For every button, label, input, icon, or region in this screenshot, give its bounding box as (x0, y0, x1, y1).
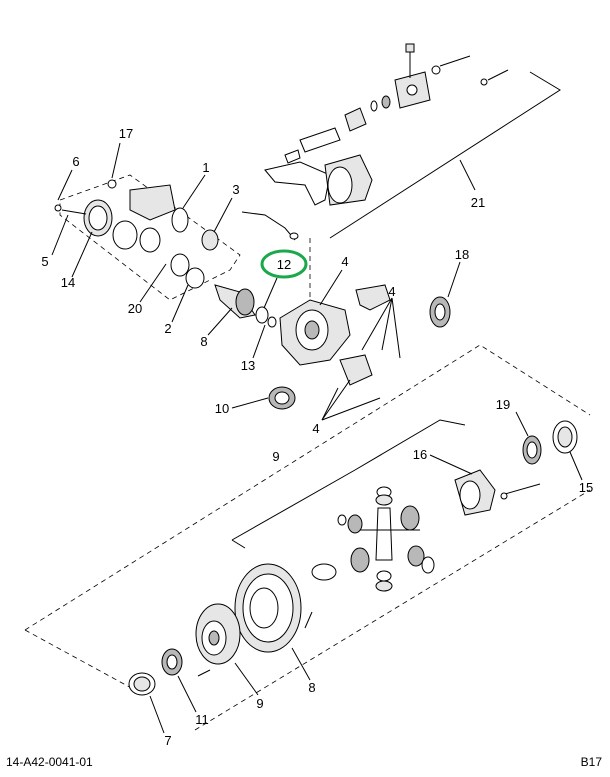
callout-1: 1 (202, 160, 209, 175)
callout-4-top: 4 (341, 254, 348, 269)
callout-18: 18 (455, 247, 469, 262)
shift-fork-assembly (264, 43, 561, 239)
callout-11: 11 (195, 712, 209, 727)
callout-15: 15 (579, 480, 593, 495)
leader-lines (51, 142, 583, 734)
highlight-ring (260, 249, 308, 279)
differential-frame (24, 344, 591, 731)
callout-16: 16 (413, 447, 427, 462)
callout-8-upper: 8 (200, 334, 207, 349)
callout-19: 19 (496, 397, 510, 412)
side-bearings (522, 420, 578, 465)
callout-6: 6 (72, 154, 79, 169)
page-code: B17 (580, 755, 602, 769)
input-cluster (54, 174, 311, 330)
callout-8-lower: 8 (308, 680, 315, 695)
callout-10: 10 (215, 401, 229, 416)
callout-7: 7 (164, 733, 171, 748)
carrier-bearing-left (128, 648, 183, 696)
callout-20: 20 (128, 301, 142, 316)
drawing-reference-number: 14-A42-0041-01 (6, 755, 93, 769)
spider-gears (311, 486, 435, 592)
callout-14: 14 (61, 275, 75, 290)
callout-9-lower: 9 (256, 696, 263, 711)
callout-21: 21 (471, 195, 485, 210)
diff-case-flange (195, 603, 241, 677)
callout-12: 12 (277, 257, 291, 272)
ring-gear (234, 563, 313, 653)
callout-4-mid: 4 (388, 284, 395, 299)
callout-4-low: 4 (312, 421, 319, 436)
callout-5: 5 (41, 254, 48, 269)
callout-2: 2 (164, 321, 171, 336)
carrier-housing (268, 284, 451, 410)
callout-labels: 17 6 1 3 5 14 12 4 18 20 2 8 4 13 10 4 2… (41, 126, 593, 748)
diff-case-half (454, 469, 541, 516)
callout-9-upper: 9 (272, 449, 279, 464)
callout-17: 17 (119, 126, 133, 141)
exploded-parts-diagram: 17 6 1 3 5 14 12 4 18 20 2 8 4 13 10 4 2… (24, 43, 593, 748)
callout-13: 13 (241, 358, 255, 373)
callout-3: 3 (232, 182, 239, 197)
